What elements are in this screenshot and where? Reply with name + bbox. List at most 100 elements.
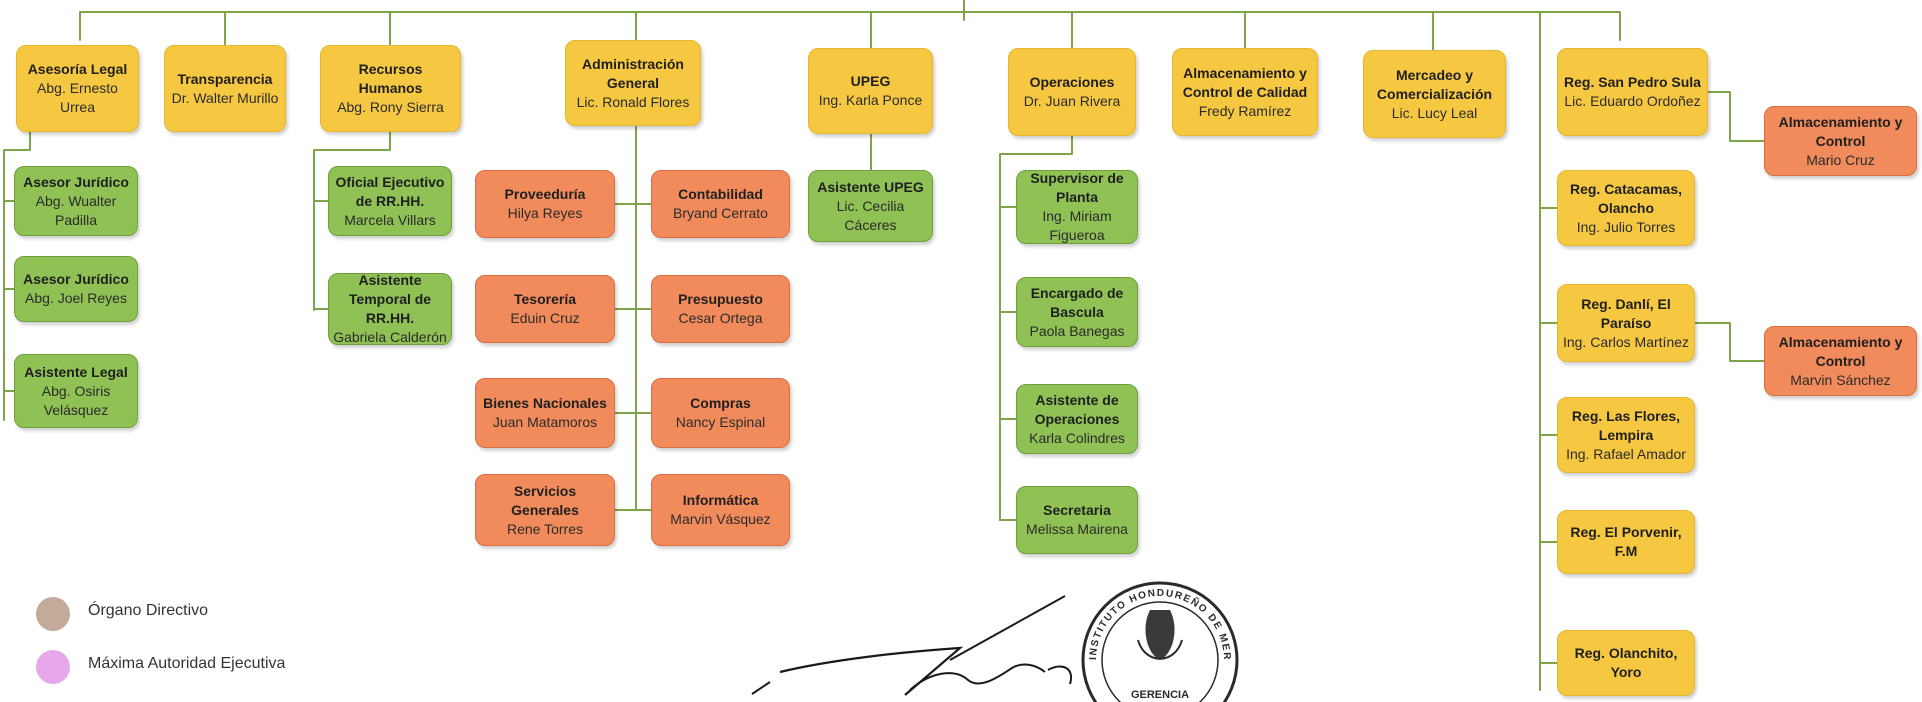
node-almacenamiento-calidad: Almacenamiento y Control de Calidad Fred… (1172, 48, 1318, 136)
node-title: Asistente de Operaciones (1034, 391, 1120, 427)
node-title: Reg. El Porvenir, F.M (1570, 524, 1682, 559)
node-name: Ing. Karla Ponce (818, 92, 923, 108)
node-name: Fredy Ramírez (1198, 102, 1292, 119)
node-title: Reg. Danlí, El Paraíso (1581, 295, 1671, 331)
node-name: Lic. Lucy Leal (1391, 104, 1478, 121)
node-reg-san-pedro-sula: Reg. San Pedro Sula Lic. Eduardo Ordoñez (1557, 48, 1708, 136)
legend-swatch-organo-directivo (36, 597, 70, 631)
node-title: Almacenamiento y Control (1778, 113, 1903, 149)
node-contabilidad: Contabilidad Bryand Cerrato (651, 170, 790, 238)
node-administracion-general: Administración General Lic. Ronald Flore… (565, 40, 701, 126)
node-title: Reg. Catacamas, Olancho (1569, 180, 1683, 216)
connector-line (313, 131, 391, 311)
node-title: Bienes Nacionales (483, 395, 607, 411)
node-title: Asistente Legal (24, 363, 128, 380)
node-name: Lic. Ronald Flores (576, 93, 690, 110)
node-name: Abg. Joel Reyes (25, 290, 127, 306)
node-compras: Compras Nancy Espinal (651, 378, 790, 448)
node-name: Eduin Cruz (510, 310, 580, 326)
legend-label-organo-directivo: Órgano Directivo (88, 602, 209, 619)
node-asistente-upeg: Asistente UPEG Lic. Cecilia Cáceres (808, 170, 933, 242)
node-title: Transparencia (177, 70, 273, 87)
node-name: Ing. Carlos Martínez (1562, 333, 1690, 350)
node-name: Paola Banegas (1029, 322, 1125, 339)
node-title: Encargado de Bascula (1030, 284, 1124, 320)
node-asistente-rrhh: Asistente Temporal de RR.HH. Gabriela Ca… (328, 272, 452, 345)
node-title: Oficial Ejecutivo de RR.HH. (335, 173, 445, 209)
node-title: Almacenamiento y Control (1778, 333, 1903, 369)
node-title: Secretaria (1043, 502, 1111, 518)
node-title: Asistente UPEG (817, 178, 924, 195)
connector-line (1707, 91, 1765, 142)
node-name: Marvin Vásquez (670, 511, 771, 527)
node-name: Marcela Villars (344, 211, 436, 228)
node-oficial-rrhh: Oficial Ejecutivo de RR.HH. Marcela Vill… (328, 166, 452, 236)
connector-line (3, 131, 31, 421)
node-name: Abg. Ernesto Urrea (37, 80, 118, 115)
node-name: Lic. Cecilia Cáceres (836, 197, 905, 233)
node-operaciones: Operaciones Dr. Juan Rivera (1008, 48, 1136, 136)
node-title: Almacenamiento y Control de Calidad (1182, 64, 1308, 100)
node-title: Presupuesto (678, 291, 763, 307)
node-reg-el-porvenir: Reg. El Porvenir, F.M (1557, 510, 1695, 574)
node-name: Juan Matamoros (492, 414, 598, 430)
node-name: Lic. Eduardo Ordoñez (1564, 93, 1701, 109)
node-recursos-humanos: Recursos Humanos Abg. Rony Sierra (320, 45, 461, 132)
node-presupuesto: Presupuesto Cesar Ortega (651, 275, 790, 343)
node-supervisor-planta: Supervisor de Planta Ing. Miriam Figuero… (1016, 170, 1138, 244)
node-title: Servicios Generales (511, 482, 579, 518)
node-reg-las-flores: Reg. Las Flores, Lempira Ing. Rafael Ama… (1557, 397, 1695, 473)
node-name: Abg. Wualter Padilla (35, 192, 117, 228)
node-name: Hilya Reyes (507, 205, 583, 221)
node-reg-catacamas: Reg. Catacamas, Olancho Ing. Julio Torre… (1557, 170, 1695, 246)
node-asistente-legal: Asistente Legal Abg. Osiris Velásquez (14, 354, 138, 428)
node-secretaria: Secretaria Melissa Mairena (1016, 486, 1138, 554)
node-title: UPEG (850, 73, 891, 89)
legend-label-maxima-autoridad: Máxima Autoridad Ejecutiva (88, 655, 286, 672)
node-bienes-nacionales: Bienes Nacionales Juan Matamoros (475, 378, 615, 448)
node-title: Asesor Jurídico (23, 271, 129, 287)
node-name: Abg. Osiris Velásquez (41, 382, 111, 418)
node-asesoria-legal: Asesoría Legal Abg. Ernesto Urrea (16, 45, 139, 132)
node-title: Recursos Humanos (358, 61, 423, 96)
node-title: Proveeduría (504, 186, 586, 202)
node-name: Cesar Ortega (678, 310, 763, 326)
node-name: Nancy Espinal (675, 414, 766, 430)
director-signature (751, 595, 1073, 696)
node-name: Abg. Rony Sierra (337, 99, 444, 115)
node-informatica: Informática Marvin Vásquez (651, 474, 790, 546)
node-name: Mario Cruz (1806, 151, 1875, 168)
node-title: Reg. Las Flores, Lempira (1571, 407, 1681, 443)
node-proveeduria: Proveeduría Hilya Reyes (475, 170, 615, 238)
connector-line (1694, 322, 1765, 362)
legend-swatch-maxima-autoridad (36, 650, 70, 684)
node-title: Reg. Olanchito, Yoro (1574, 645, 1678, 680)
node-reg-danli: Reg. Danlí, El Paraíso Ing. Carlos Martí… (1557, 284, 1695, 362)
node-encargado-bascula: Encargado de Bascula Paola Banegas (1016, 277, 1138, 347)
node-transparencia: Transparencia Dr. Walter Murillo (164, 45, 286, 132)
node-name: Rene Torres (506, 520, 583, 537)
node-asesor-juridico-1: Asesor Jurídico Abg. Wualter Padilla (14, 166, 138, 236)
node-title: Reg. San Pedro Sula (1564, 74, 1701, 90)
node-almacenamiento-mario-cruz: Almacenamiento y Control Mario Cruz (1764, 106, 1917, 176)
node-title: Administración General (582, 55, 684, 91)
node-title: Supervisor de Planta (1030, 170, 1124, 205)
node-name: Ing. Rafael Amador (1566, 445, 1686, 462)
connector-line (999, 135, 1073, 521)
node-name: Gabriela Calderón (333, 329, 447, 345)
node-mercadeo: Mercadeo y Comercialización Lic. Lucy Le… (1363, 50, 1506, 138)
node-name: Ing. Julio Torres (1576, 218, 1676, 235)
node-asistente-operaciones: Asistente de Operaciones Karla Colindres (1016, 384, 1138, 454)
node-name: Dr. Juan Rivera (1023, 93, 1121, 109)
connector-line (79, 11, 1621, 41)
node-name: Karla Colindres (1029, 429, 1125, 446)
node-upeg: UPEG Ing. Karla Ponce (808, 48, 933, 134)
node-title: Asesoría Legal (27, 61, 128, 77)
node-asesor-juridico-2: Asesor Jurídico Abg. Joel Reyes (14, 256, 138, 322)
node-tesoreria: Tesorería Eduin Cruz (475, 275, 615, 343)
node-title: Contabilidad (678, 186, 763, 202)
node-title: Operaciones (1029, 74, 1115, 90)
node-name: Bryand Cerrato (673, 205, 768, 221)
node-title: Compras (690, 395, 751, 411)
svg-text:GERENCIA: GERENCIA (1131, 689, 1189, 701)
